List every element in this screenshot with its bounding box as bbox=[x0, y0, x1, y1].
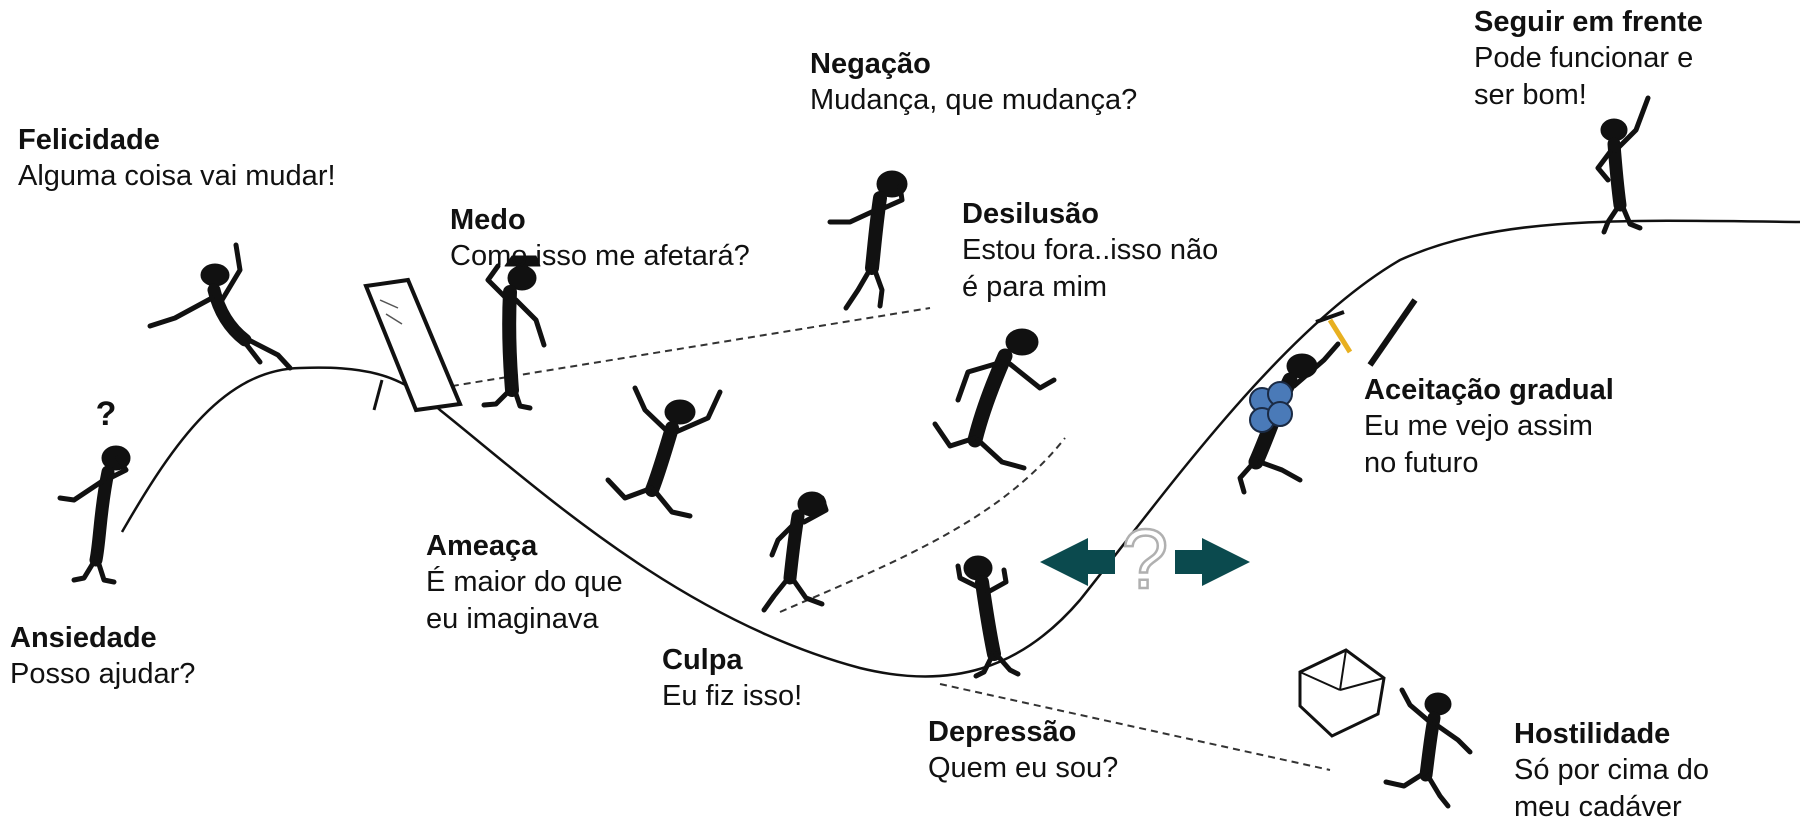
stage-ameaca: Ameaça É maior do que eu imaginava bbox=[426, 528, 623, 637]
stage-hostilidade: Hostilidade Só por cima do meu cadáver bbox=[1514, 716, 1709, 825]
stage-description: Pode funcionar e bbox=[1474, 42, 1694, 75]
stage-description: no futuro bbox=[1364, 446, 1479, 479]
stage-title: Negação bbox=[810, 48, 931, 80]
stage-title: Felicidade bbox=[18, 124, 160, 156]
stage-description: é para mim bbox=[962, 270, 1108, 303]
denial-figure bbox=[827, 170, 908, 311]
stage-title: Ansiedade bbox=[10, 622, 157, 654]
stage-aceitacao: Aceitação gradual Eu me vejo assim no fu… bbox=[1364, 372, 1614, 481]
decision-question-mark: ? bbox=[1122, 512, 1169, 606]
happiness-figure bbox=[147, 242, 293, 371]
stage-title: Aceitação gradual bbox=[1364, 374, 1614, 406]
stage-seguir: Seguir em frente Pode funcionar e ser bo… bbox=[1474, 4, 1703, 113]
stage-description: ser bom! bbox=[1474, 78, 1587, 111]
stage-title: Seguir em frente bbox=[1474, 6, 1703, 38]
stage-title: Depressão bbox=[928, 716, 1077, 748]
depression-figure bbox=[955, 555, 1021, 679]
stage-title: Hostilidade bbox=[1514, 718, 1671, 750]
stage-title: Culpa bbox=[662, 644, 743, 676]
arrow-right bbox=[1175, 538, 1250, 586]
stage-description: Só por cima do bbox=[1514, 754, 1710, 787]
stage-title: Desilusão bbox=[962, 198, 1099, 230]
stage-depressao: Depressão Quem eu sou? bbox=[928, 714, 1118, 787]
stage-description: Mudança, que mudança? bbox=[810, 84, 1138, 117]
stage-culpa: Culpa Eu fiz isso! bbox=[662, 642, 802, 715]
disillusion-dashed-path bbox=[779, 437, 1066, 613]
guilt-figure bbox=[761, 491, 829, 613]
anxiety-question-mark: ? bbox=[96, 395, 117, 433]
arrow-left bbox=[1040, 538, 1115, 586]
stage-description: Como isso me afetará? bbox=[450, 240, 750, 273]
stage-description: eu imaginava bbox=[426, 602, 599, 635]
stage-title: Ameaça bbox=[426, 530, 538, 562]
anxiety-figure bbox=[57, 445, 131, 585]
threat-figure bbox=[605, 385, 723, 519]
stage-ansiedade: Ansiedade Posso ajudar? bbox=[10, 620, 195, 693]
stage-negacao: Negação Mudança, que mudança? bbox=[810, 46, 1137, 119]
change-curve bbox=[120, 219, 1801, 678]
stage-description: Estou fora..isso não bbox=[962, 234, 1219, 267]
backpack bbox=[1249, 381, 1293, 433]
moving-forward-figure bbox=[1595, 95, 1651, 235]
hostility-figure bbox=[1383, 687, 1473, 809]
stage-description: Posso ajudar? bbox=[10, 658, 196, 691]
stage-description: meu cadáver bbox=[1514, 790, 1682, 823]
disillusion-figure bbox=[932, 328, 1057, 471]
hostility-dashed-path bbox=[939, 683, 1331, 771]
mirror bbox=[363, 277, 463, 413]
stage-description: É maior do que bbox=[426, 566, 623, 599]
falling-box bbox=[1298, 648, 1386, 738]
stage-description: Eu fiz isso! bbox=[662, 680, 803, 713]
stage-description: Alguma coisa vai mudar! bbox=[18, 160, 336, 193]
stage-description: Eu me vejo assim bbox=[1364, 410, 1593, 443]
stage-felicidade: Felicidade Alguma coisa vai mudar! bbox=[18, 122, 336, 195]
climbing-pole bbox=[1367, 298, 1418, 367]
stage-desilusao: Desilusão Estou fora..isso não é para mi… bbox=[962, 196, 1218, 305]
stage-title: Medo bbox=[450, 204, 526, 236]
stage-description: Quem eu sou? bbox=[928, 752, 1119, 785]
fear-figure bbox=[481, 255, 547, 411]
denial-dashed-path bbox=[439, 307, 931, 389]
pickaxe bbox=[1315, 310, 1353, 354]
stage-medo: Medo Como isso me afetará? bbox=[450, 202, 750, 275]
